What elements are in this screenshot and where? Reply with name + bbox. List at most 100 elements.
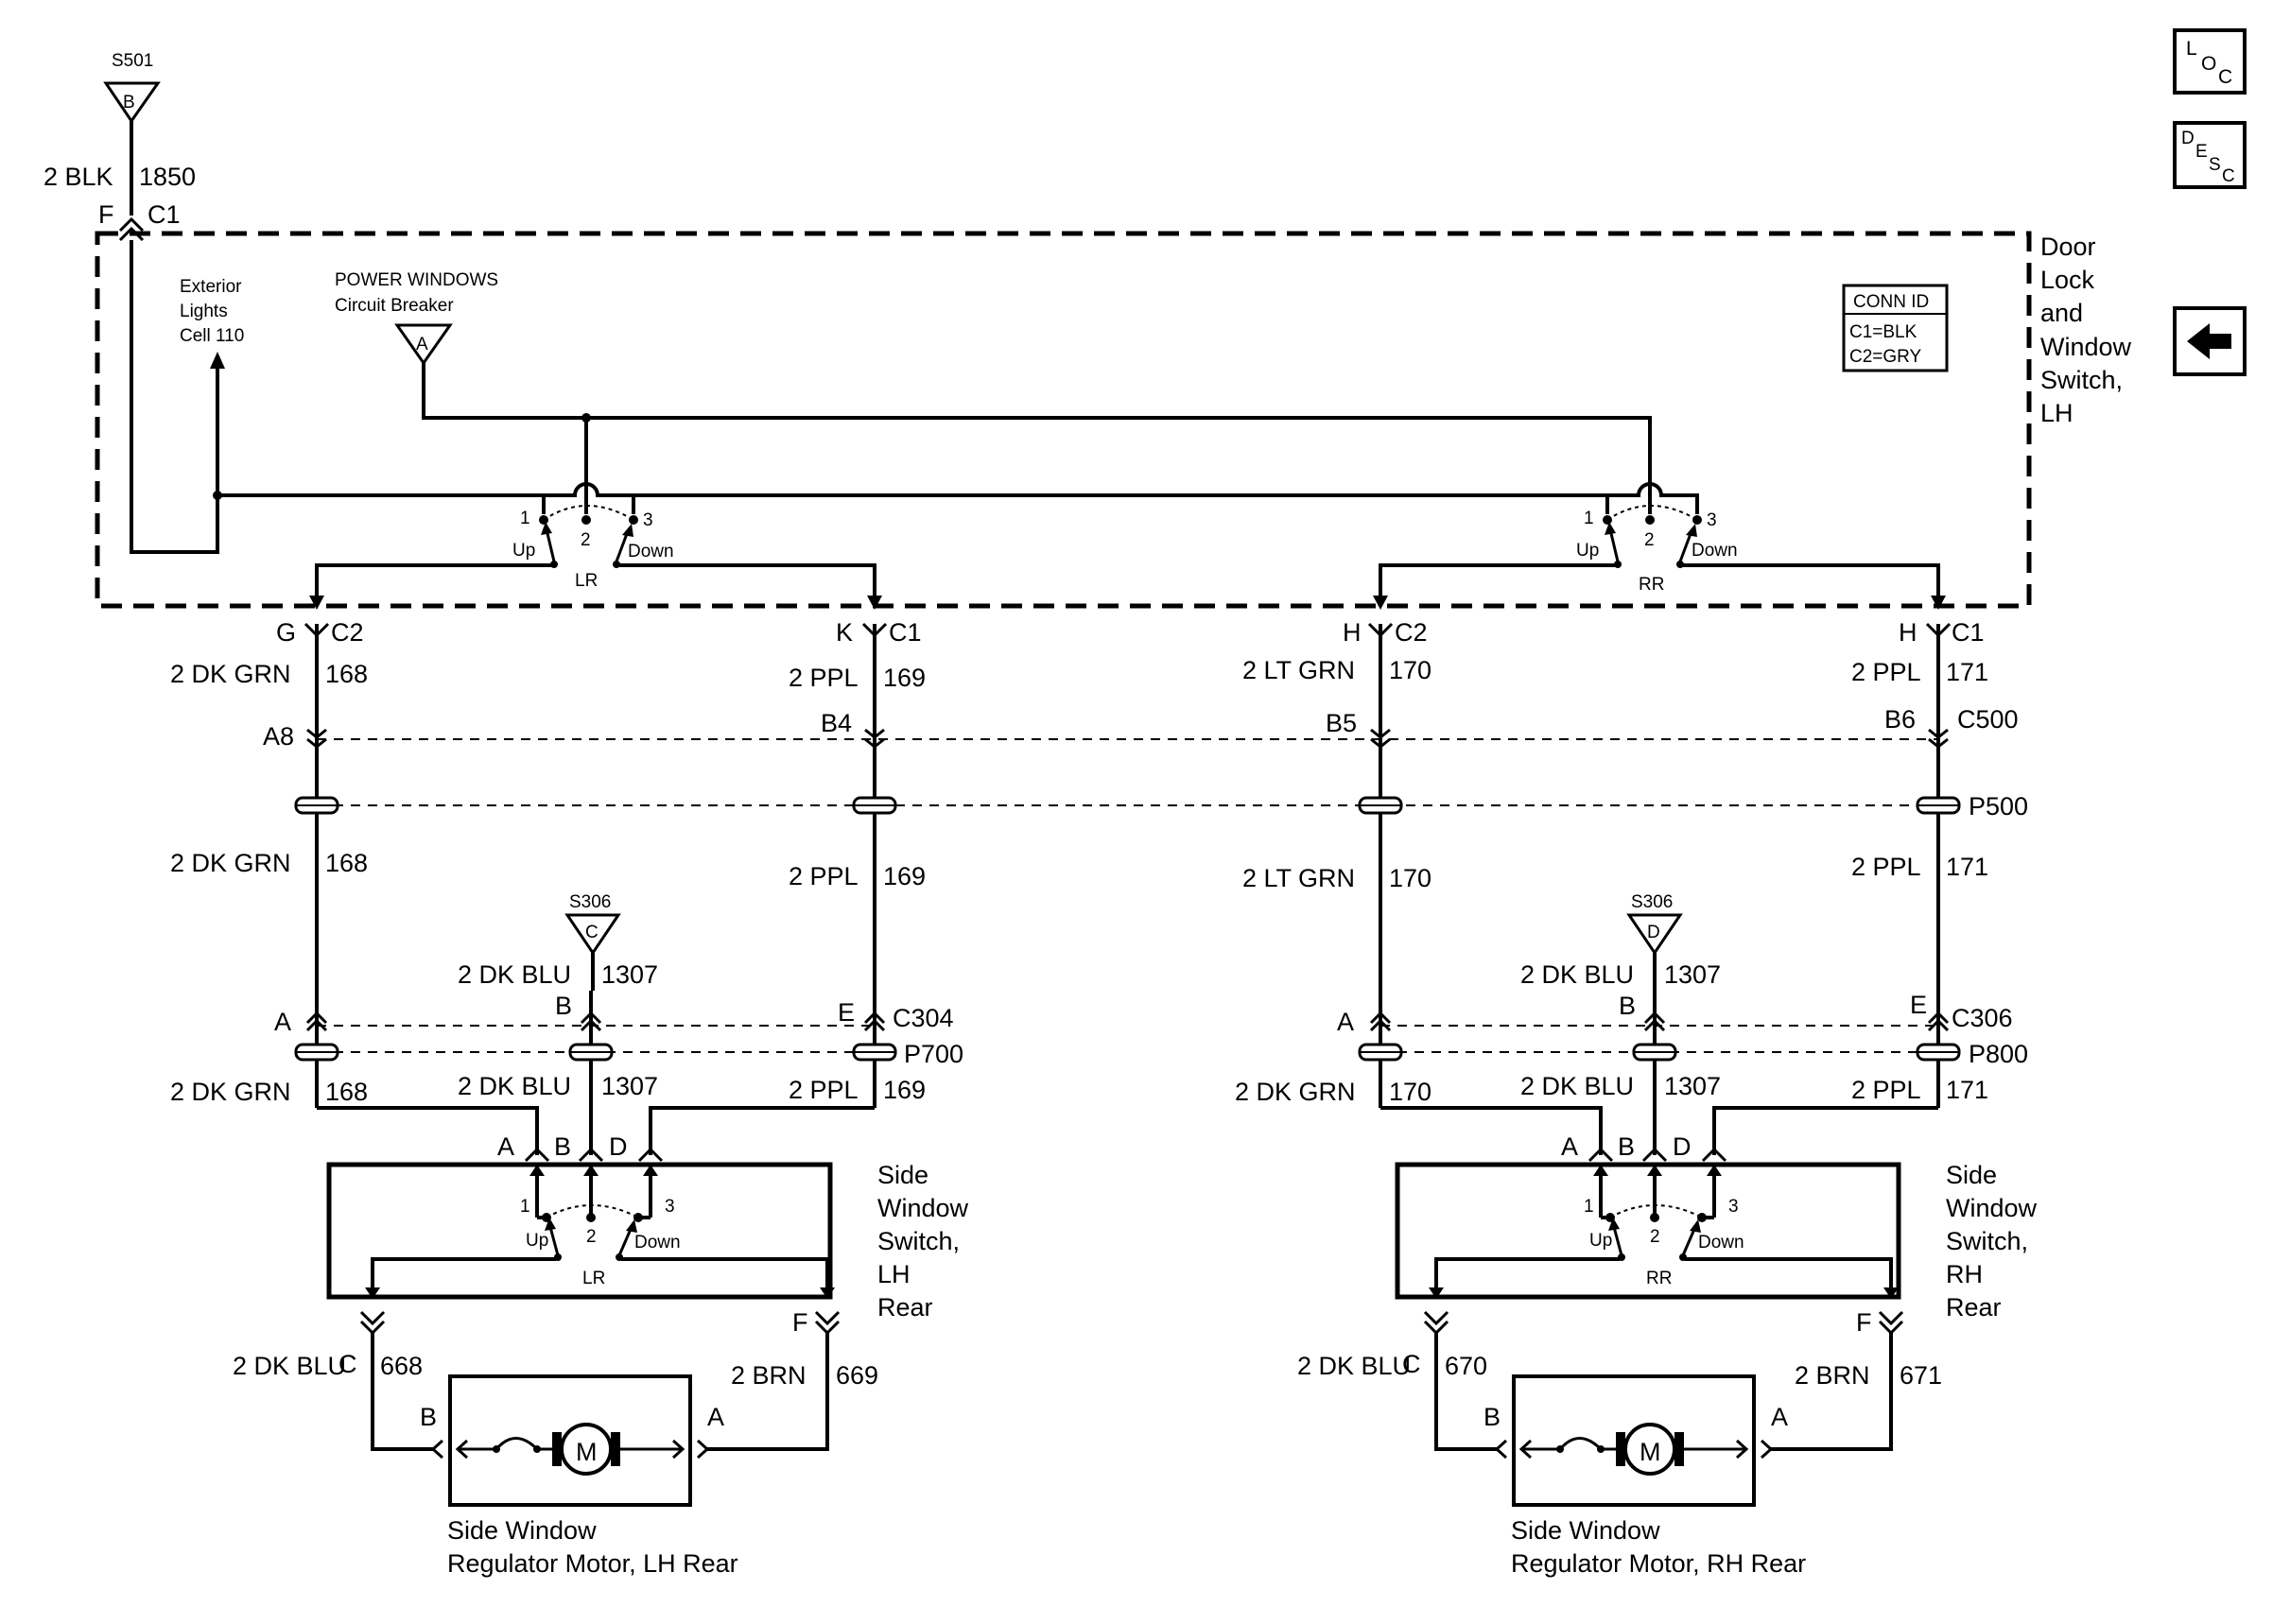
svg-text:2 DK GRN: 2 DK GRN bbox=[170, 660, 291, 688]
connector-p500: P500 bbox=[294, 792, 2028, 821]
svg-text:Side Window: Side Window bbox=[447, 1516, 597, 1545]
rear-switch-lh: A B D 1 2 3 Up Down LR bbox=[326, 1132, 835, 1300]
svg-text:Switch,: Switch, bbox=[1946, 1227, 2028, 1255]
column-lr-down: K C1 2 PPL 169 B4 2 PPL 169 E 2 PPL 169 bbox=[789, 618, 926, 1104]
svg-text:Switch,: Switch, bbox=[2040, 366, 2123, 394]
svg-text:B4: B4 bbox=[821, 709, 852, 737]
svg-text:Lock: Lock bbox=[2040, 266, 2095, 294]
svg-text:2 DK BLU: 2 DK BLU bbox=[458, 960, 571, 989]
svg-text:1: 1 bbox=[1584, 1197, 1594, 1217]
svg-text:1307: 1307 bbox=[601, 960, 658, 989]
splice-s501-name: S501 bbox=[112, 51, 153, 71]
svg-text:2 BRN: 2 BRN bbox=[731, 1361, 807, 1390]
svg-text:Circuit Breaker: Circuit Breaker bbox=[335, 296, 454, 316]
svg-text:A: A bbox=[707, 1403, 724, 1431]
svg-text:B: B bbox=[420, 1403, 437, 1431]
splice-s501: S501 B 2 BLK 1850 F C1 bbox=[43, 51, 196, 242]
splice-s306-c: S306 C 2 DK BLU 1307 B 2 DK BLU 1307 bbox=[458, 892, 658, 1100]
svg-text:H: H bbox=[1343, 618, 1362, 647]
splice-s501-letter: B bbox=[123, 93, 135, 112]
svg-text:LH: LH bbox=[2040, 399, 2073, 427]
motor-lh: C F 2 DK BLU 668 2 BRN 669 B A M bbox=[233, 1308, 878, 1507]
svg-text:Up: Up bbox=[526, 1231, 548, 1251]
svg-text:K: K bbox=[836, 618, 853, 647]
svg-text:1307: 1307 bbox=[601, 1072, 658, 1100]
svg-text:C2: C2 bbox=[1395, 618, 1428, 647]
connector-p700: P700 bbox=[294, 1040, 963, 1068]
svg-text:2 LT GRN: 2 LT GRN bbox=[1242, 656, 1355, 684]
svg-text:2 DK GRN: 2 DK GRN bbox=[170, 1078, 291, 1106]
svg-text:Lights: Lights bbox=[180, 302, 228, 321]
svg-text:2 PPL: 2 PPL bbox=[789, 664, 859, 692]
svg-text:1307: 1307 bbox=[1664, 960, 1721, 989]
svg-text:G: G bbox=[276, 618, 296, 647]
connector-c306: C306 bbox=[1369, 1004, 2013, 1032]
svg-text:POWER WINDOWS: POWER WINDOWS bbox=[335, 270, 498, 290]
svg-text:LH: LH bbox=[877, 1260, 911, 1288]
lh-module-label: Door Lock and Window Switch, LH bbox=[2040, 233, 2132, 427]
desc-button[interactable]: D E S C bbox=[2173, 121, 2247, 189]
svg-text:D: D bbox=[609, 1132, 628, 1161]
motor-rh-label: Side Window Regulator Motor, RH Rear bbox=[1511, 1516, 1806, 1578]
svg-text:Side Window: Side Window bbox=[1511, 1516, 1660, 1545]
svg-text:E: E bbox=[1910, 991, 1927, 1019]
svg-text:670: 670 bbox=[1445, 1352, 1487, 1380]
lr-switch-module: 1 2 3 Up Down LR bbox=[512, 505, 674, 591]
svg-text:2 DK BLU: 2 DK BLU bbox=[1520, 960, 1634, 989]
svg-text:Side: Side bbox=[877, 1161, 928, 1189]
svg-text:P800: P800 bbox=[1969, 1040, 2028, 1068]
svg-text:C304: C304 bbox=[893, 1004, 954, 1032]
svg-text:2 PPL: 2 PPL bbox=[1851, 1076, 1921, 1104]
svg-text:1: 1 bbox=[1584, 509, 1594, 528]
svg-text:2 DK GRN: 2 DK GRN bbox=[170, 849, 291, 877]
svg-text:2 DK BLU: 2 DK BLU bbox=[1297, 1352, 1411, 1380]
svg-text:Switch,: Switch, bbox=[877, 1227, 960, 1255]
svg-text:F: F bbox=[1856, 1308, 1872, 1337]
svg-text:C1: C1 bbox=[889, 618, 922, 647]
conn-c1-top: C1 bbox=[147, 200, 181, 229]
svg-text:2 LT GRN: 2 LT GRN bbox=[1242, 864, 1355, 892]
svg-text:171: 171 bbox=[1946, 853, 1988, 881]
svg-text:170: 170 bbox=[1389, 656, 1431, 684]
svg-text:D: D bbox=[2181, 129, 2195, 148]
conn-id-box: CONN ID C1=BLK C2=GRY bbox=[1842, 284, 1949, 372]
svg-text:2: 2 bbox=[581, 530, 591, 550]
svg-text:B: B bbox=[555, 992, 572, 1020]
svg-text:169: 169 bbox=[883, 664, 926, 692]
svg-text:Rear: Rear bbox=[1946, 1293, 2002, 1322]
svg-text:671: 671 bbox=[1900, 1361, 1942, 1390]
svg-text:2: 2 bbox=[586, 1227, 597, 1247]
svg-text:168: 168 bbox=[325, 849, 368, 877]
svg-text:668: 668 bbox=[380, 1352, 423, 1380]
svg-text:Regulator Motor, RH Rear: Regulator Motor, RH Rear bbox=[1511, 1549, 1806, 1578]
svg-text:H: H bbox=[1899, 618, 1917, 647]
svg-text:Exterior: Exterior bbox=[180, 277, 242, 297]
svg-text:2 BRN: 2 BRN bbox=[1795, 1361, 1870, 1390]
svg-text:A8: A8 bbox=[263, 722, 294, 751]
svg-text:Cell 110: Cell 110 bbox=[180, 326, 244, 346]
svg-text:1307: 1307 bbox=[1664, 1072, 1721, 1100]
svg-text:2 DK BLU: 2 DK BLU bbox=[1520, 1072, 1634, 1100]
svg-text:171: 171 bbox=[1946, 1076, 1988, 1104]
svg-text:Up: Up bbox=[1589, 1231, 1612, 1251]
svg-text:A: A bbox=[1561, 1132, 1578, 1161]
svg-text:2 DK BLU: 2 DK BLU bbox=[458, 1072, 571, 1100]
svg-text:A: A bbox=[497, 1132, 514, 1161]
svg-text:3: 3 bbox=[1728, 1197, 1739, 1217]
svg-text:S306: S306 bbox=[569, 892, 611, 912]
svg-text:B: B bbox=[1619, 992, 1636, 1020]
svg-text:C306: C306 bbox=[1952, 1004, 2013, 1032]
loc-button[interactable]: L O C bbox=[2173, 28, 2247, 95]
svg-text:E: E bbox=[838, 998, 855, 1027]
left-arrow-icon bbox=[2187, 323, 2231, 359]
svg-text:Down: Down bbox=[1698, 1233, 1744, 1253]
svg-text:2 DK BLU: 2 DK BLU bbox=[233, 1352, 346, 1380]
rear-switch-rh-label: Side Window Switch, RH Rear bbox=[1946, 1161, 2038, 1322]
svg-text:C500: C500 bbox=[1957, 705, 2019, 734]
svg-text:169: 169 bbox=[883, 862, 926, 890]
wire-color-blk: 2 BLK bbox=[43, 163, 113, 191]
back-button[interactable] bbox=[2173, 306, 2247, 376]
svg-text:Door: Door bbox=[2040, 233, 2096, 261]
exterior-lights-label: Exterior Lights Cell 110 bbox=[180, 277, 244, 346]
